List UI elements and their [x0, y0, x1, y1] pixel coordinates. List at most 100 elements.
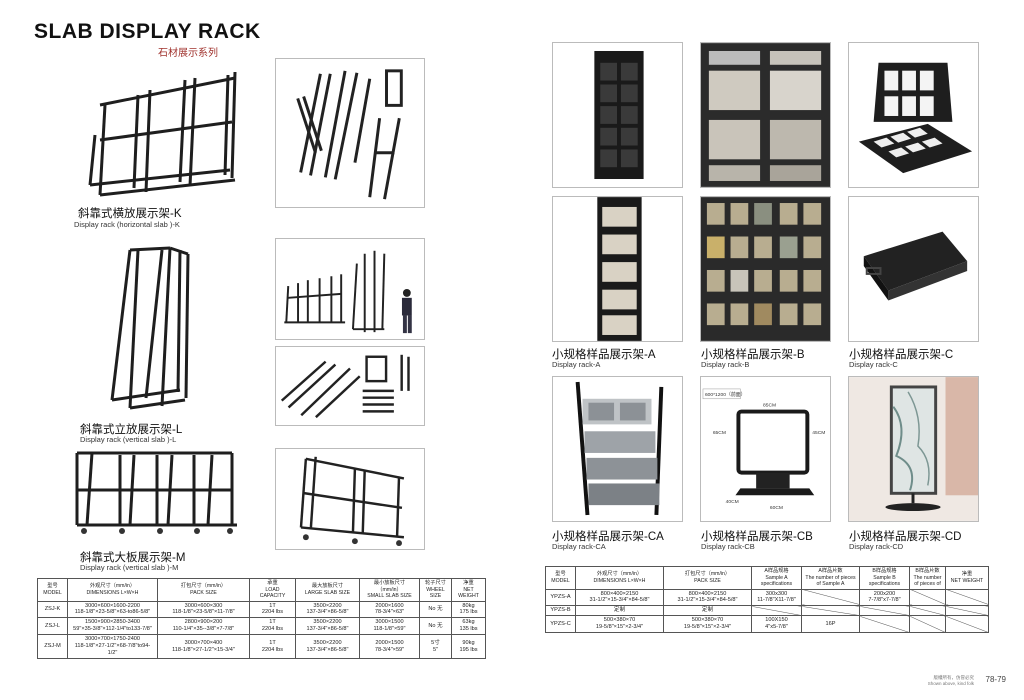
rack-l-parts-photo	[275, 346, 425, 426]
table-cell: 200x200 7-7/8"x7-7/8"	[859, 588, 910, 607]
table-cell: ZSJ-M	[37, 634, 68, 660]
caption-l-en: Display rack (vertical slab )-L	[80, 435, 177, 444]
rack-b-photo	[700, 42, 831, 188]
footer-note: 版權所有，仿冒必究 Shown above, kind folk	[927, 675, 974, 686]
rack-k-image	[60, 60, 260, 205]
table-cell	[909, 605, 946, 617]
table-header: 打包尺寸（mm/in）PACK SIZE	[663, 566, 752, 590]
caption-a-en: Display rack-A	[552, 360, 601, 369]
rack-c-case-closed-photo	[848, 196, 979, 342]
table-cell: 500×380×70 19-5/8"×15"×2-3/4"	[663, 615, 752, 634]
caption-cb-en: Display rack-CB	[701, 542, 755, 551]
table-cell: 2000×1500 78-3/4"×59"	[359, 634, 420, 660]
svg-text:600*1200（前面）: 600*1200（前面）	[705, 391, 746, 398]
rack-k-parts-photo	[275, 58, 425, 208]
page-number: 78-79	[985, 675, 1006, 684]
table-cell	[909, 615, 946, 634]
table-cell: YPZS-A	[545, 588, 576, 607]
caption-k-cn: 斜靠式横放展示架-K	[78, 208, 182, 220]
table-cell: 3000×700×400 118-1/8"×27-1/2"×15-3/4"	[157, 634, 250, 660]
svg-text:45CM: 45CM	[812, 430, 825, 436]
table-cell: 3500×2200 137-3/4"×86-5/8"	[295, 634, 360, 660]
table-cell	[909, 588, 946, 607]
table-cell: 100X150 4"x5-7/8"	[751, 615, 802, 634]
table-header: 外观尺寸（mm/in）DIMENSIONS L×W×H	[575, 566, 664, 590]
caption-l-cn: 斜靠式立放展示架-L	[80, 424, 183, 436]
caption-k-en: Display rack (horizontal slab )-K	[74, 220, 180, 229]
svg-text:85CM: 85CM	[763, 403, 776, 409]
table-cell: YPZS-C	[545, 615, 576, 634]
table-cell: 800×400×2150 31-1/2"×15-3/4"×84-5/8"	[663, 588, 752, 607]
table-cell: 80kg 175 lbs	[451, 600, 486, 619]
table-cell: 16P	[801, 615, 860, 634]
page-subtitle: 石材展示系列	[158, 48, 218, 59]
caption-ca-en: Display rack-CA	[552, 542, 606, 551]
caption-cd-en: Display rack-CD	[849, 542, 904, 551]
table-cell: 5寸 5"	[419, 634, 452, 660]
table-cell: 90kg 195 lbs	[451, 634, 486, 660]
rack-cb-photo: 600*1200（前面） 85CM 65CM 45CM 40CM 60CM	[700, 376, 831, 522]
rack-ca-photo	[552, 376, 683, 522]
table-cell: 3000×600×1600-2200 118-1/8"×23-5/8"×63-t…	[67, 600, 158, 619]
table-cell: 定制	[575, 605, 664, 617]
rack-a-sample-photo	[552, 196, 683, 342]
caption-a-cn: 小规格样品展示架-A	[552, 349, 656, 361]
table-cell: ZSJ-L	[37, 617, 68, 636]
table-cell: ZSJ-K	[37, 600, 68, 619]
rack-l-scale-photo	[275, 238, 425, 340]
table-cell: 3000×1500 118-1/8"×59"	[359, 617, 420, 636]
table-cell	[945, 588, 989, 607]
caption-b-en: Display rack-B	[701, 360, 750, 369]
table-cell	[859, 615, 910, 634]
caption-m-cn: 斜靠式大板展示架-M	[80, 552, 186, 564]
person-figure	[401, 289, 412, 334]
table-cell: 63kg 135 lbs	[451, 617, 486, 636]
table-cell	[751, 605, 802, 617]
caption-b-cn: 小规格样品展示架-B	[701, 349, 805, 361]
caption-c-en: Display rack-C	[849, 360, 898, 369]
table-cell	[801, 588, 860, 607]
table-header: 最小放板尺寸（mm/in）SMALL SLAB SIZE	[359, 578, 420, 602]
left-page: SLAB DISPLAY RACK 石材展示系列 斜靠式横放展示架-K Disp…	[34, 20, 486, 660]
table-cell: 800×400×2150 31-1/2"×15-3/4"×84-5/8"	[575, 588, 664, 607]
table-cell: No 无	[419, 617, 452, 636]
caption-c-cn: 小规格样品展示架-C	[849, 349, 954, 361]
table-cell: 定制	[663, 605, 752, 617]
right-page: 小规格样品展示架-A Display rack-A 小规格样品展示架-B Dis…	[512, 0, 1024, 700]
caption-m-en: Display rack (vertical slab )-M	[80, 563, 179, 572]
caption-cd-cn: 小规格样品展示架-CD	[849, 531, 962, 543]
table-cell: 1500×900×2850-3400 59"×35-3/8"×112-1/4"t…	[67, 617, 158, 636]
table-cell: No 无	[419, 600, 452, 619]
table-cell: 3000×600×300 118-1/8"×23-5/8"×11-7/8"	[157, 600, 250, 619]
svg-text:60CM: 60CM	[770, 505, 783, 511]
table-header: 外观尺寸（mm/in）DIMENSIONS L×W×H	[67, 578, 158, 602]
table-cell: 1T 2204 lbs	[249, 600, 296, 619]
table-cell: 1T 2204 lbs	[249, 617, 296, 636]
table-cell: 2000×1600 78-3/4"×63"	[359, 600, 420, 619]
rack-cd-photo	[848, 376, 979, 522]
table-cell: 3500×2200 137-3/4"×86-5/8"	[295, 600, 360, 619]
svg-text:65CM: 65CM	[713, 430, 726, 436]
table-cell	[801, 605, 860, 617]
rack-a-photo	[552, 42, 683, 188]
rack-c-case-open-photo	[848, 42, 979, 188]
table-cell: YPZS-B	[545, 605, 576, 617]
table-cell: 1T 2204 lbs	[249, 634, 296, 660]
table-cell	[945, 615, 989, 634]
